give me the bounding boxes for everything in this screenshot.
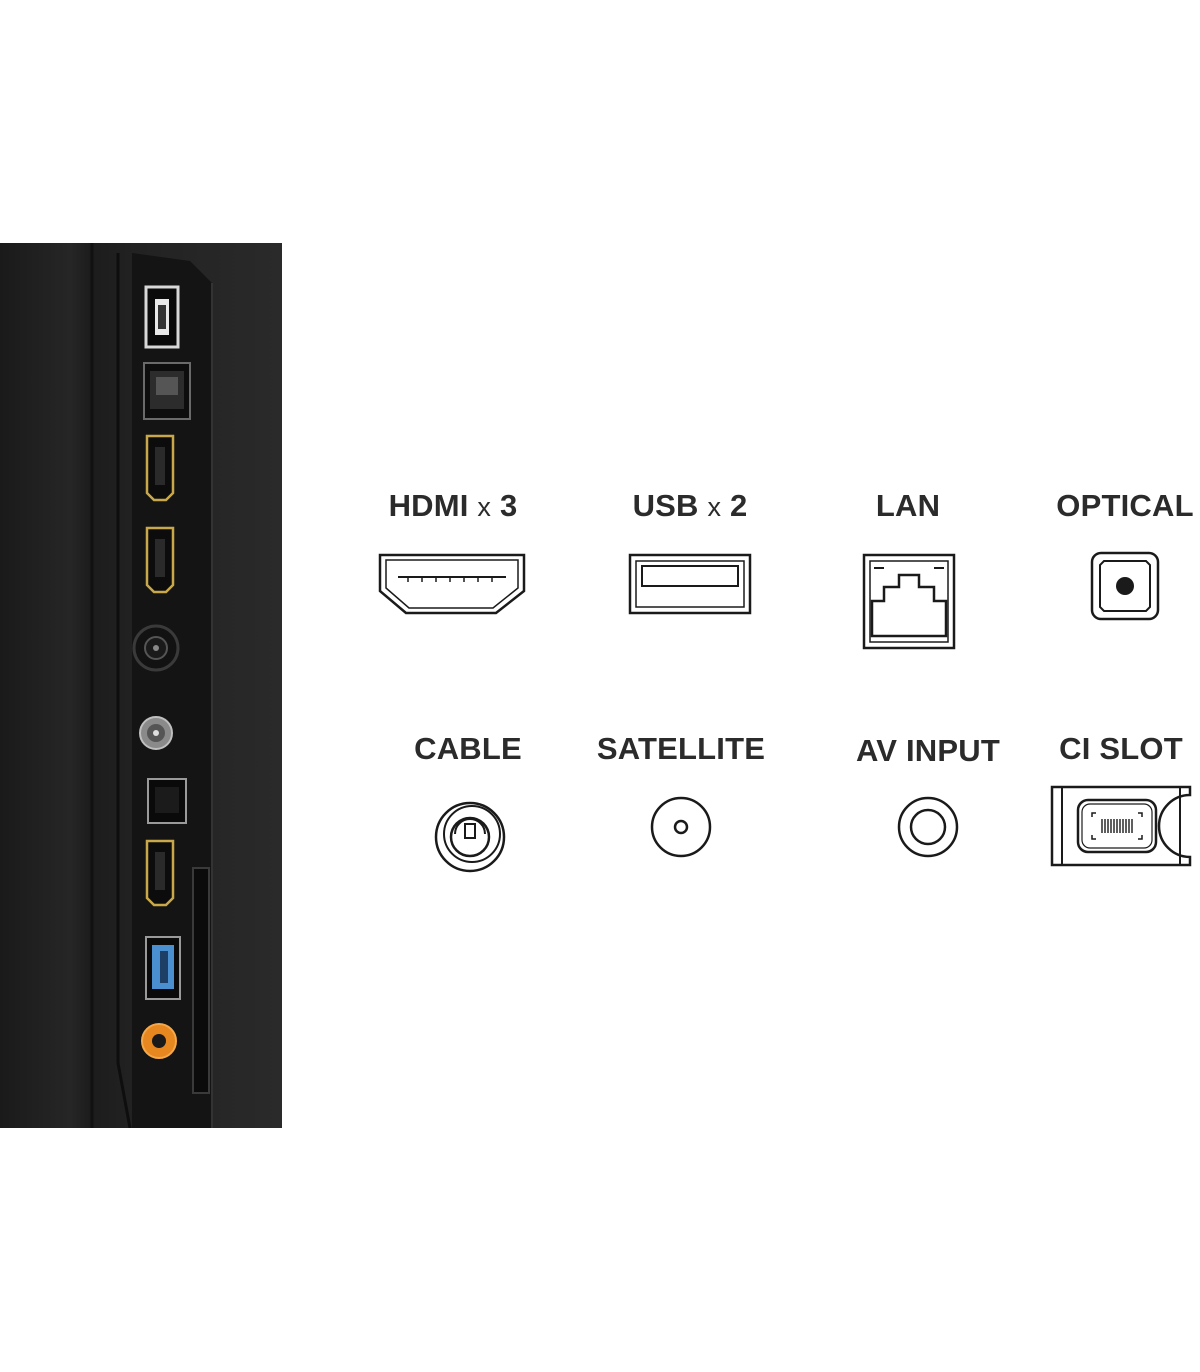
hdmi-label: HDMI x 3 [388,488,518,523]
panel-hdmi-port-3 [145,839,175,907]
optical-port-icon [1090,551,1160,621]
panel-cable-port [132,624,180,672]
ci-slot-label: CI SLOT [1059,731,1183,766]
lan-label: LAN [875,488,941,523]
panel-ci-slot [192,867,210,1094]
panel-lan-port [143,362,191,420]
lan-port-icon [862,553,956,650]
usb-label: USB x 2 [632,488,748,523]
ci-slot-icon [1050,785,1192,867]
panel-hdmi-port-1 [145,434,175,502]
satellite-port-icon [650,796,712,858]
av-input-label: AV INPUT [856,733,1000,768]
optical-label: OPTICAL [1056,488,1194,523]
hdmi-port-icon [378,553,526,615]
tv-rear-panel [0,243,282,1128]
usb-port-icon [628,553,752,615]
panel-optical-port [147,778,187,824]
cable-port-icon [434,801,506,873]
panel-usb-port [144,285,180,349]
cable-label: CABLE [414,731,522,766]
panel-hdmi-port-2 [145,526,175,594]
satellite-label: SATELLITE [596,731,766,766]
av-input-icon [897,796,959,858]
panel-satellite-port [139,716,173,750]
panel-av-port [141,1023,177,1059]
panel-usb3-port [145,936,181,1000]
